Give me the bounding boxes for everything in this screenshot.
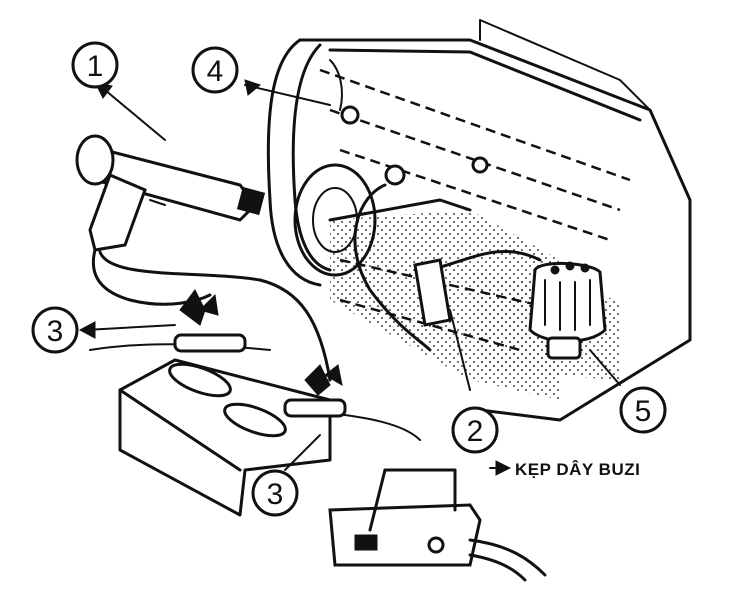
- callout-2: 2: [451, 406, 499, 454]
- spark-plug-clamp-inset: [328, 468, 547, 582]
- pickup-wire: [353, 183, 542, 352]
- callout-5-label: 5: [635, 395, 652, 428]
- fan-belt: [266, 38, 377, 287]
- clamp-caption: KẸP DÂY BUZI: [515, 460, 640, 479]
- bolt-icon: [340, 105, 360, 125]
- crank-pulley: [293, 163, 377, 277]
- callout-3-right: 3: [251, 469, 299, 517]
- leader-lines: [78, 79, 621, 476]
- callout-2-label: 2: [467, 415, 484, 448]
- callout-5: 5: [619, 386, 667, 434]
- callout-3-left: 3: [31, 306, 79, 354]
- bolt-icon: [384, 164, 406, 186]
- battery-clip-right: [283, 364, 347, 418]
- distributor: [528, 261, 607, 360]
- bolt-icon: [471, 156, 489, 174]
- callout-3-right-label: 3: [267, 478, 284, 511]
- timing-light: [75, 134, 332, 382]
- callout-4: 4: [191, 46, 239, 94]
- callout-4-label: 4: [207, 55, 224, 88]
- callout-1: 1: [71, 41, 119, 89]
- callout-1-label: 1: [87, 50, 104, 83]
- callout-3-left-label: 3: [47, 315, 64, 348]
- battery: [89, 343, 421, 517]
- battery-clip-left: [173, 289, 247, 353]
